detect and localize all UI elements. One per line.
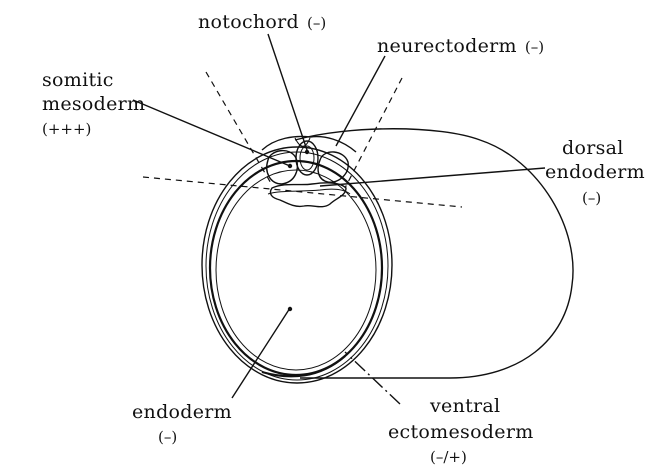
notochord-label: notochord (–) [198, 11, 326, 33]
dorsal-label-line2: endoderm [545, 161, 645, 183]
somitic-leader [133, 100, 290, 166]
endoderm-ring [216, 170, 376, 370]
ectoderm-inner-ring [206, 152, 388, 380]
ventral-expression: (–/+) [430, 448, 467, 466]
somitic-expression: (+++) [42, 120, 91, 138]
dashed-plane-horizontal [143, 177, 462, 207]
somitic-dot [288, 164, 292, 168]
ventral-label-line1: ventral [429, 395, 500, 417]
endoderm-label: endoderm [132, 401, 232, 423]
endoderm-dot [288, 307, 292, 311]
dashed-plane-right [345, 78, 402, 188]
somitic-label-line2: mesoderm [42, 93, 145, 115]
somitic-label-line1: somitic [42, 69, 114, 91]
notochord-leader [268, 34, 307, 150]
mesoderm-ring [210, 161, 382, 375]
embryo-outer-body [295, 129, 573, 378]
dorsal-expression: (–) [582, 189, 601, 207]
left-somite [267, 151, 298, 184]
ventral-label-line2: ectomesoderm [388, 421, 534, 443]
neurectoderm-label: neurectoderm (–) [377, 35, 544, 57]
dorsal-label-line1: dorsal [562, 137, 624, 159]
endoderm-leader [232, 308, 290, 398]
notochord-dot [305, 150, 309, 154]
endoderm-expression: (–) [158, 428, 177, 446]
dashed-plane-left [206, 72, 272, 185]
neurectoderm-leader [336, 56, 385, 146]
